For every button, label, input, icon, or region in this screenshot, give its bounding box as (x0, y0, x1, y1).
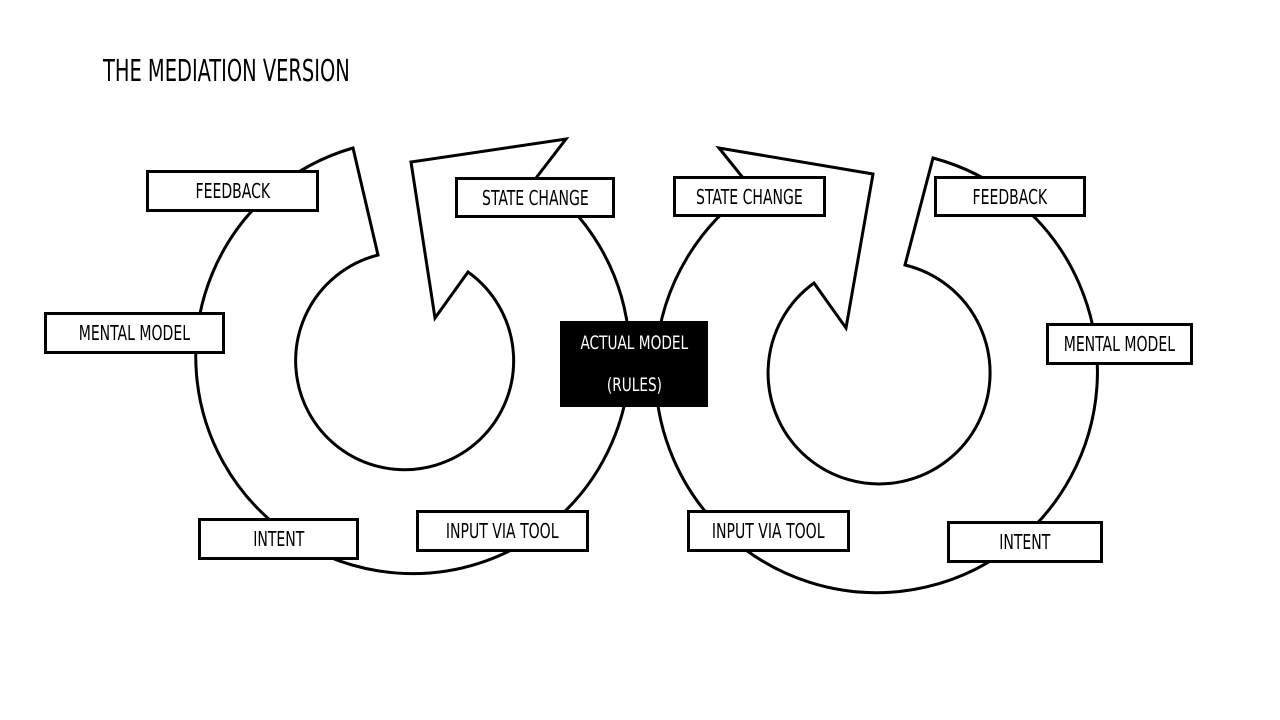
actual-model-text: ACTUAL MODEL (580, 332, 688, 354)
left-cycle-arrow (194, 136, 632, 576)
actual-model-box: ACTUAL MODEL (RULES) (560, 321, 708, 407)
left-mental-model-text: MENTAL MODEL (78, 321, 191, 345)
left-input-label: INPUT VIA TOOL (416, 510, 589, 552)
left-feedback-text: FEEDBACK (195, 179, 270, 203)
right-mental-model-label: MENTAL MODEL (1046, 323, 1193, 365)
right-cycle-arrow (653, 145, 1099, 595)
right-input-text: INPUT VIA TOOL (712, 519, 825, 543)
right-intent-text: INTENT (999, 530, 1051, 554)
actual-model-rules-text: (RULES) (606, 374, 662, 396)
left-feedback-label: FEEDBACK (146, 170, 319, 212)
right-input-label: INPUT VIA TOOL (687, 510, 850, 552)
right-mental-model-text: MENTAL MODEL (1063, 332, 1176, 356)
right-feedback-text: FEEDBACK (972, 184, 1048, 209)
page-title: THE MEDIATION VERSION (103, 54, 350, 89)
left-intent-label: INTENT (198, 518, 359, 560)
left-state-change-text: STATE CHANGE (481, 185, 589, 210)
left-intent-text: INTENT (252, 527, 305, 551)
left-input-text: INPUT VIA TOOL (446, 519, 559, 543)
right-state-change-text: STATE CHANGE (696, 184, 803, 209)
right-intent-label: INTENT (947, 521, 1103, 563)
left-state-change-label: STATE CHANGE (455, 177, 615, 218)
left-mental-model-label: MENTAL MODEL (44, 312, 225, 354)
right-state-change-label: STATE CHANGE (673, 176, 826, 217)
right-feedback-label: FEEDBACK (934, 176, 1086, 217)
